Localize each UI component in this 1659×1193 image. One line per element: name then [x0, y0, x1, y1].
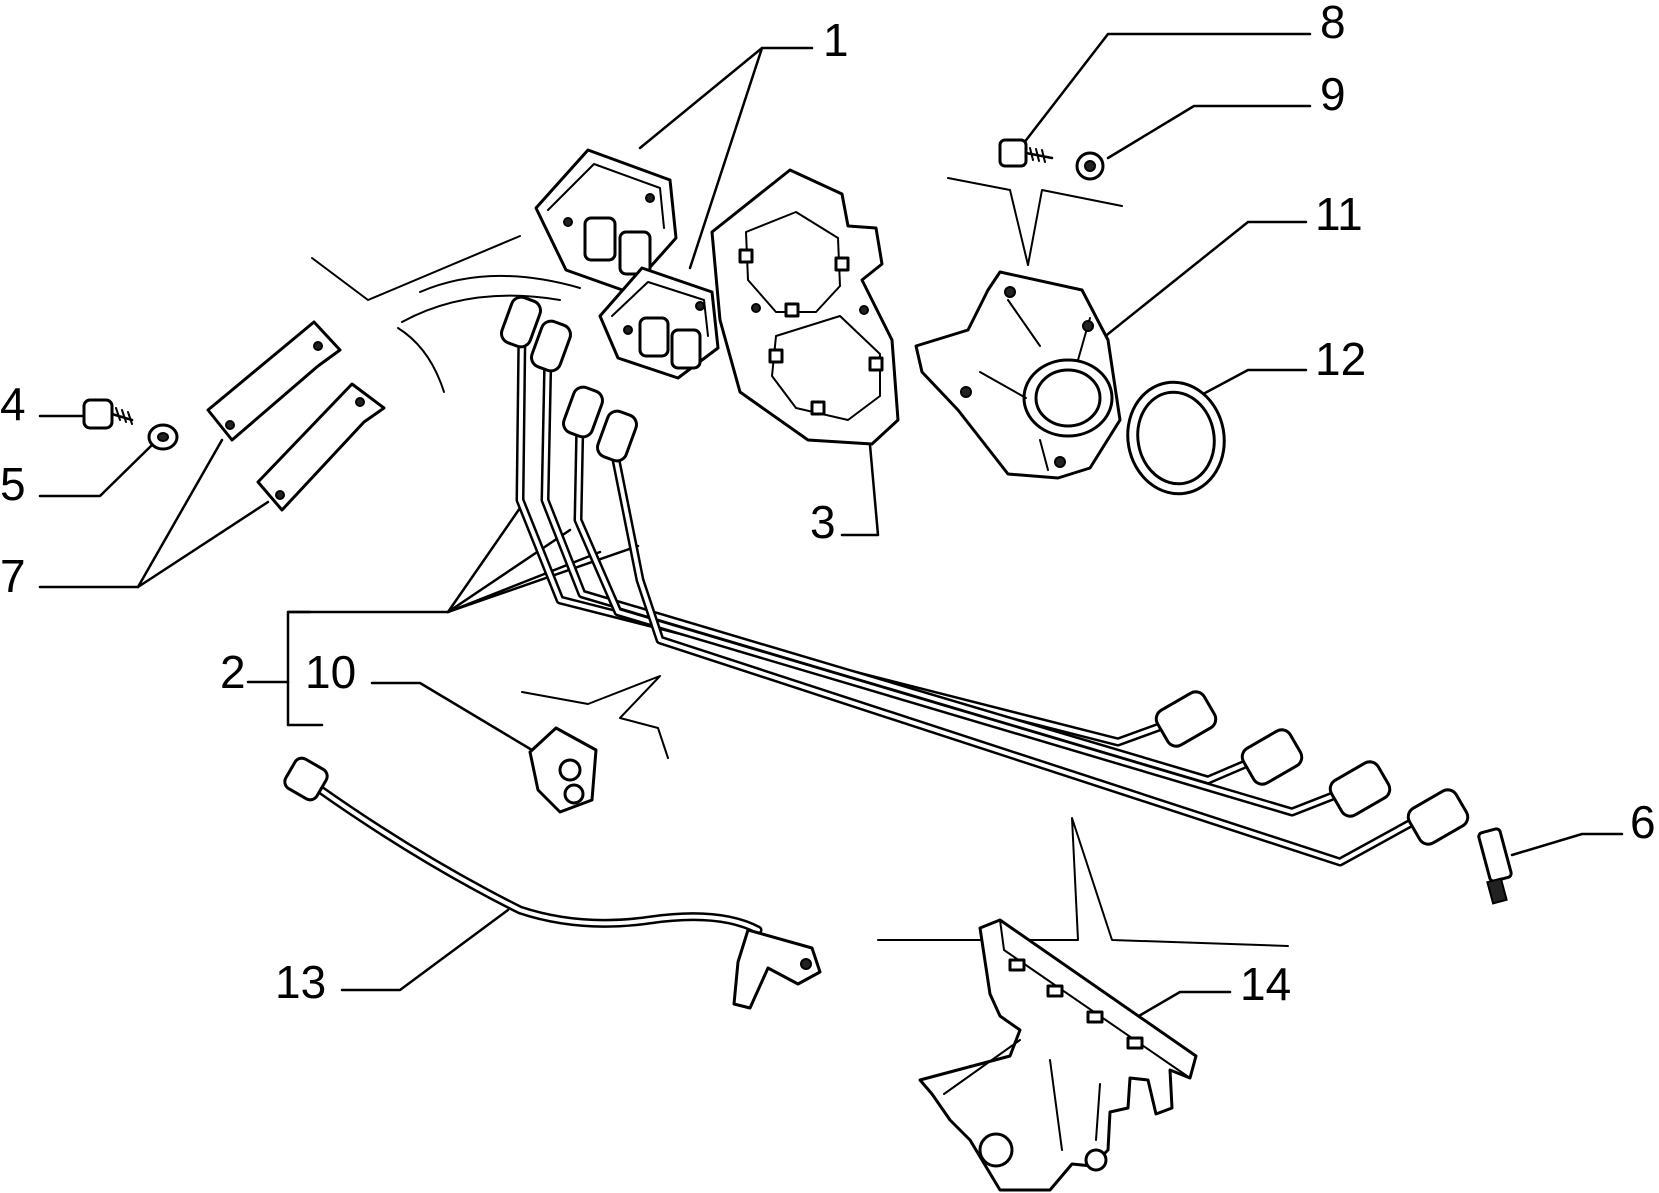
leader-lines	[38, 32, 1624, 1022]
callout-4: 4	[0, 378, 26, 430]
ignition-coil-lower	[598, 266, 720, 380]
washer-5	[147, 423, 179, 451]
callout-13: 13	[275, 956, 326, 1008]
bolt-4	[82, 398, 134, 430]
callout-3: 3	[810, 496, 836, 548]
bracket-lower	[256, 382, 386, 512]
callout-10: 10	[305, 646, 356, 698]
sensor-13	[283, 756, 822, 1010]
callout-5: 5	[0, 458, 26, 510]
callout-9: 9	[1320, 68, 1346, 120]
screw-8	[998, 138, 1054, 168]
callout-1: 1	[823, 14, 849, 66]
cable-clip	[528, 726, 598, 814]
callout-14: 14	[1240, 958, 1291, 1010]
housing-cover	[914, 270, 1122, 480]
ignition-coil-upper	[534, 148, 678, 294]
spark-plug	[1477, 827, 1513, 905]
callout-2: 2	[220, 646, 246, 698]
cable-boots	[500, 295, 1470, 846]
callout-7: 7	[0, 550, 26, 602]
callout-6: 6	[1630, 796, 1656, 848]
mounting-rail	[918, 918, 1198, 1192]
washer-9	[1075, 151, 1105, 181]
coil-mounting-plate	[710, 168, 900, 446]
o-ring	[1126, 380, 1226, 496]
callout-11: 11	[1315, 188, 1363, 240]
bracket-upper	[206, 320, 342, 442]
callout-8: 8	[1320, 0, 1346, 48]
ignition-cable-set	[515, 325, 1425, 867]
callout-12: 12	[1315, 333, 1366, 385]
